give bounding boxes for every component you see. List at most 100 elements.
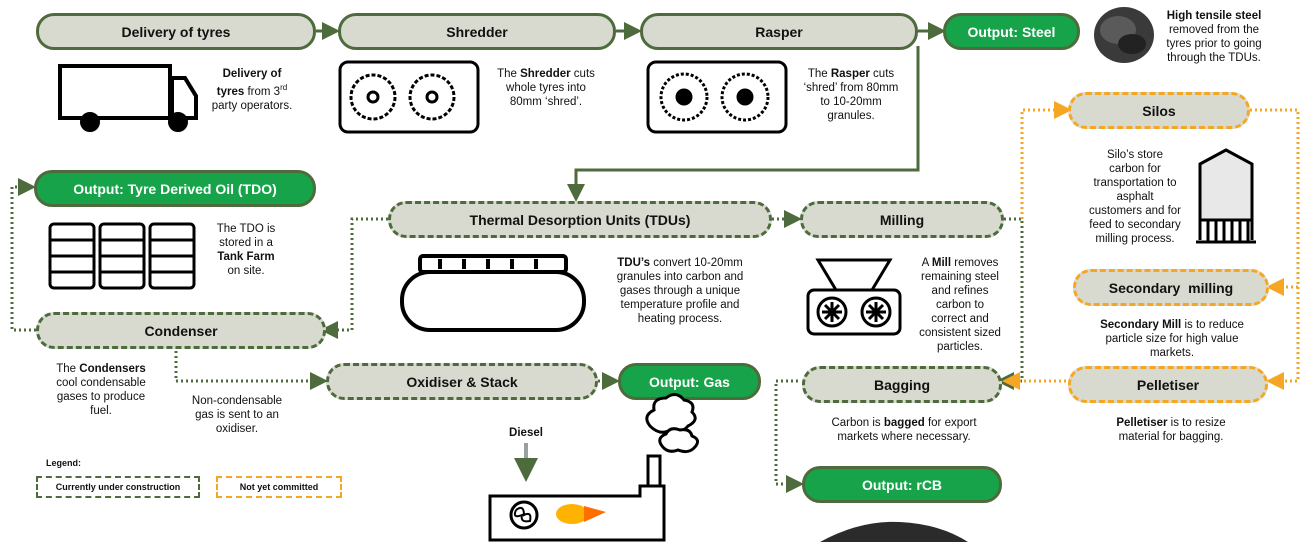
desc-text: stored in a <box>219 237 273 249</box>
node-output-gas: Output: Gas <box>618 363 761 400</box>
node-milling: Milling <box>800 201 1004 238</box>
mill-icon <box>806 258 902 336</box>
node-label: Thermal Desorption Units (TDUs) <box>469 211 691 228</box>
desc-text: remaining steel <box>921 271 999 283</box>
diesel-label: Diesel <box>509 427 543 439</box>
desc-text: TDU’s <box>617 257 651 269</box>
node-label: Output: rCB <box>861 476 943 493</box>
desc-text: Tank Farm <box>217 251 275 263</box>
desc-text: through the TDUs. <box>1167 52 1261 64</box>
desc-mill: A Mill removes remaining steel and refin… <box>904 256 1016 354</box>
node-output-steel: Output: Steel <box>943 13 1080 50</box>
node-shredder: Shredder <box>338 13 616 50</box>
smoke-icon <box>645 393 699 454</box>
desc-text: and refines <box>931 285 989 297</box>
desc-text: tyres prior to going <box>1166 38 1262 50</box>
desc-pelletiser: Pelletiser is to resize material for bag… <box>1090 416 1252 444</box>
node-label: Secondary milling <box>1108 279 1234 296</box>
desc-tdu: TDU’s convert 10-20mm granules into carb… <box>600 256 760 326</box>
node-silos: Silos <box>1068 92 1250 129</box>
desc-text: Carbon is <box>831 417 884 429</box>
node-secondary-milling: Secondary milling <box>1073 269 1269 306</box>
desc-delivery: Delivery of tyres from 3rd party operato… <box>205 67 299 113</box>
desc-silos: Silo’s store carbon for transportation t… <box>1080 148 1190 246</box>
desc-text: cool condensable <box>56 377 146 389</box>
desc-text: transportation to <box>1093 177 1177 189</box>
desc-text: whole tyres into <box>506 82 586 94</box>
node-tdu: Thermal Desorption Units (TDUs) <box>388 201 772 238</box>
desc-text: The TDO is <box>216 223 276 235</box>
oil-barrels-icon <box>48 222 196 290</box>
node-oxidiser-stack: Oxidiser & Stack <box>326 363 598 400</box>
desc-text: customers and for <box>1088 205 1182 217</box>
legend-label: Not yet committed <box>239 482 319 492</box>
desc-text: milling process. <box>1095 233 1175 245</box>
desc-text: bagged <box>883 417 925 429</box>
desc-bagging: Carbon is bagged for export markets wher… <box>806 416 1002 444</box>
node-label: Output: Tyre Derived Oil (TDO) <box>73 180 277 197</box>
desc-text: carbon to <box>936 299 984 311</box>
desc-text: cuts <box>570 68 595 80</box>
desc-text: tyres <box>216 85 245 98</box>
desc-text: The <box>497 68 521 80</box>
node-rasper: Rasper <box>640 13 918 50</box>
truck-icon <box>58 64 198 132</box>
desc-text: is to reduce <box>1181 319 1244 331</box>
desc-text: granules into carbon and <box>616 271 744 283</box>
node-delivery-of-tyres: Delivery of tyres <box>36 13 316 50</box>
steel-wire-icon <box>1094 7 1154 63</box>
node-label: Shredder <box>446 23 508 40</box>
desc-text: Delivery of <box>222 68 282 80</box>
flame-icon <box>556 504 606 524</box>
desc-text: asphalt <box>1116 191 1154 203</box>
node-label: Pelletiser <box>1136 376 1200 393</box>
desc-text: party operators. <box>211 99 293 112</box>
desc-text: removed from the <box>1168 24 1260 36</box>
legend-title: Legend: <box>46 458 81 468</box>
desc-text: A <box>921 257 932 269</box>
desc-text: markets where necessary. <box>837 431 971 443</box>
carbon-pile-icon <box>820 521 968 542</box>
node-label: Silos <box>1142 102 1176 119</box>
desc-text: High tensile steel <box>1166 10 1262 22</box>
shredder-icon <box>338 60 480 134</box>
desc-text: The <box>807 68 831 80</box>
desc-text: cuts <box>869 68 895 80</box>
silo-icon <box>1196 148 1256 244</box>
node-label: Output: Gas <box>649 373 730 390</box>
desc-text: material for bagging. <box>1118 431 1224 443</box>
desc-text: granules. <box>827 110 875 122</box>
desc-rasper: The Rasper cuts ‘shred’ from 80mm to 10-… <box>790 67 912 123</box>
desc-text: Shredder <box>520 68 571 80</box>
desc-text: 80mm ‘shred’. <box>509 96 583 108</box>
desc-condenser: The Condensers cool condensable gases to… <box>46 362 156 418</box>
desc-text: Secondary Mill <box>1100 319 1182 331</box>
node-condenser: Condenser <box>36 312 326 349</box>
desc-steel: High tensile steel removed from the tyre… <box>1152 9 1276 65</box>
node-label: Bagging <box>874 376 930 393</box>
desc-text: oxidiser. <box>215 423 259 435</box>
node-label: Oxidiser & Stack <box>406 373 518 390</box>
desc-text: removes <box>951 257 999 269</box>
desc-text: convert 10-20mm <box>650 257 743 269</box>
desc-text: consistent sized <box>919 327 1001 339</box>
desc-shredder: The Shredder cuts whole tyres into 80mm … <box>485 67 607 109</box>
node-label: Output: Steel <box>967 23 1056 40</box>
desc-text: Rasper <box>830 68 870 80</box>
desc-text: is to resize <box>1167 417 1226 429</box>
node-output-rcb: Output: rCB <box>802 466 1002 503</box>
desc-text: Condensers <box>79 363 146 375</box>
node-label: Delivery of tyres <box>121 23 231 40</box>
desc-text: heating process. <box>637 313 723 325</box>
node-label: Rasper <box>755 23 803 40</box>
node-pelletiser: Pelletiser <box>1068 366 1268 403</box>
desc-tdo: The TDO is stored in a Tank Farm on site… <box>206 222 286 278</box>
desc-text: rd <box>280 83 288 92</box>
node-label: Milling <box>879 211 925 228</box>
desc-text: Pelletiser <box>1116 417 1168 429</box>
desc-text: particle size for high value <box>1105 333 1239 345</box>
legend-under-construction: Currently under construction <box>36 476 200 498</box>
desc-text: to 10-20mm <box>820 96 882 108</box>
desc-text: carbon for <box>1109 163 1161 175</box>
